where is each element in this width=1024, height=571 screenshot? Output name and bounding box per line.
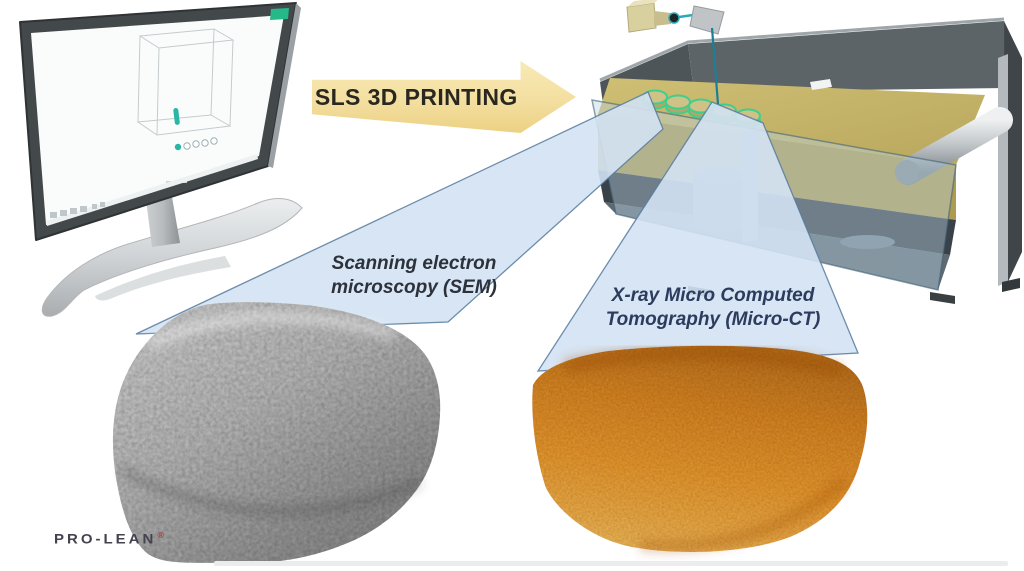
monitor-frame-edge (268, 3, 301, 168)
microct-label-line2: Tomography (Micro-CT) (605, 308, 821, 330)
monitor-stand-base (41, 198, 303, 317)
pro-lean-logo: PRO-LEAN® (54, 531, 164, 548)
sem-sample-image (112, 302, 441, 564)
computer-monitor (19, 2, 303, 317)
sem-label-line1: Scanning electron (331, 253, 497, 274)
microct-label-line1: X-ray Micro Computed (611, 285, 815, 306)
microct-sample-bottom-shade (639, 475, 850, 553)
microct-label: X-ray Micro Computed Tomography (Micro-C… (588, 284, 838, 332)
printer-top-rim (599, 17, 1005, 82)
feed-piston-top (840, 235, 895, 249)
screen-taskbar (46, 154, 258, 226)
monitor-stand-neck (146, 197, 180, 247)
printer-back-wall (688, 21, 1006, 92)
laser-beam-down (710, 27, 720, 105)
scan-mirror-icon (689, 5, 725, 35)
roller-end-cap (895, 160, 919, 184)
pro-lean-logo-text: PRO-LEAN (54, 531, 157, 548)
sem-sample-top-highlight (147, 311, 397, 351)
microct-sample-top-shade (563, 345, 845, 380)
cad-part-dots (174, 137, 218, 151)
monitor-stand-foot (95, 256, 231, 301)
cad-cursor-icon (173, 107, 180, 125)
cad-wireframe-model (136, 28, 235, 136)
printer-foot-right (930, 292, 955, 304)
sem-label-line2: microscopy (SEM) (331, 276, 497, 298)
taskbar-icons (50, 202, 105, 218)
right-rail (998, 54, 1008, 286)
recoater-roller-icon (895, 107, 1013, 185)
sem-view-beam (135, 91, 664, 335)
microct-sample-image (532, 345, 868, 553)
sem-label: Scanning electron microscopy (SEM) (295, 252, 533, 300)
screen-badge (270, 8, 289, 20)
microct-view-beam (536, 101, 859, 372)
laser-unit-icon (626, 0, 680, 33)
registered-trademark-icon: ® (157, 530, 164, 540)
printer-right-wall (1004, 21, 1022, 286)
white-slot-tab (810, 79, 832, 90)
bottom-divider (214, 561, 1008, 566)
sem-sample-layer-shadow (119, 465, 423, 517)
printer-foot-back (1002, 278, 1020, 292)
sls-printing-arrow-label: SLS 3D PRINTING (314, 83, 518, 110)
